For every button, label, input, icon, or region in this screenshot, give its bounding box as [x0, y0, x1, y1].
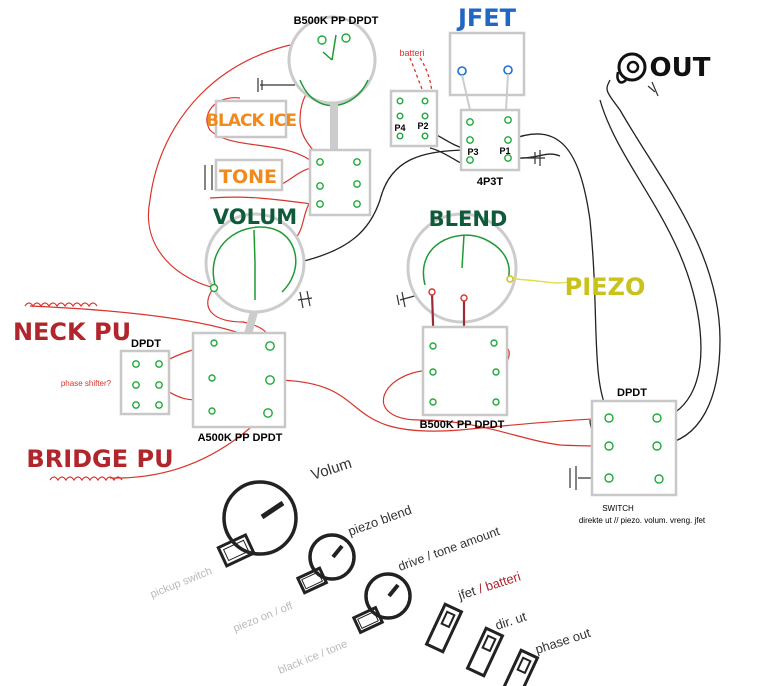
dpdt-right-switch: DPDT SWITCH direkte ut // piezo. volum. …	[579, 387, 706, 525]
dir-ut-control-label: dir. ut	[493, 609, 528, 633]
phase-out-control-label: phase out	[533, 625, 592, 657]
b500k-top-pot: B500K PP DPDT	[287, 15, 379, 150]
piezo-on-off-label: piezo on / off	[232, 600, 296, 635]
control-layout: Volum piezo blend drive / tone amount	[149, 455, 593, 686]
dpdt-right-label: DPDT	[617, 387, 647, 399]
pickup-switch-label: pickup switch	[149, 565, 214, 601]
batteri-label: batteri	[399, 48, 424, 58]
b500k-top-label: B500K PP DPDT	[294, 15, 379, 27]
b500k-bottom-label: B500K PP DPDT	[420, 419, 505, 431]
bridge-pu-label: BRIDGE PU	[26, 445, 173, 473]
a500k-label: A500K PP DPDT	[198, 432, 283, 444]
piezo-blend-knob-icon	[295, 533, 356, 595]
4p3t-switch: P3 P1 4P3T	[459, 108, 521, 188]
black-ice-box: BLACK ICE	[206, 99, 297, 139]
phase-shifter-label: phase shifter?	[61, 379, 112, 388]
volum-pot: VOLUM	[204, 205, 306, 335]
jfet-toggle-icon	[424, 602, 464, 654]
dpdt-left-label: DPDT	[131, 338, 161, 350]
dpdt-left-switch: DPDT phase shifter?	[61, 338, 171, 416]
p3-label: P3	[467, 147, 478, 157]
switch-label: SWITCH	[602, 504, 634, 513]
phase-out-toggle-icon	[500, 648, 540, 686]
p4-label: P4	[394, 123, 405, 133]
tone-label: TONE	[219, 166, 277, 188]
p2-label: P2	[417, 121, 428, 131]
bridge-pickup: BRIDGE PU	[26, 445, 174, 482]
p4-p2-switch: P4 P2	[389, 89, 439, 148]
black-ice-label: BLACK ICE	[206, 111, 296, 131]
out-label: OUT	[650, 53, 711, 83]
jfet-label: JFET	[456, 4, 517, 32]
jfet-box: JFET	[448, 4, 526, 111]
a500k-switch: A500K PP DPDT	[191, 331, 287, 444]
jfet-control-label: jfet/ batteri	[455, 569, 522, 604]
piezo-label: PIEZO	[565, 273, 646, 301]
drive-tone-control-label: drive / tone amount	[396, 524, 502, 574]
blend-pot: BLEND	[406, 207, 569, 356]
p1-label: P1	[499, 146, 510, 156]
neck-pu-label: NECK PU	[13, 318, 131, 346]
black-ice-tone-label: black ice / tone	[277, 638, 350, 677]
neck-pickup: NECK PU	[13, 302, 131, 346]
b500k-bottom-switch: B500K PP DPDT	[420, 325, 509, 431]
switch-note: direkte ut // piezo. volum. vreng. jfet	[579, 516, 706, 525]
volum-control-label: Volum	[309, 455, 354, 484]
tone-box: TONE	[214, 158, 284, 192]
4p3t-label: 4P3T	[477, 176, 504, 188]
dir-ut-toggle-icon	[465, 626, 505, 678]
blend-pot-label: BLEND	[429, 207, 508, 231]
volum-knob-icon	[216, 480, 298, 568]
drive-knob-icon	[351, 572, 412, 635]
top-pot-switch	[308, 148, 372, 217]
piezo-blend-control-label: piezo blend	[346, 502, 414, 539]
out-jack: OUT	[616, 52, 711, 84]
volum-pot-label: VOLUM	[213, 205, 297, 229]
